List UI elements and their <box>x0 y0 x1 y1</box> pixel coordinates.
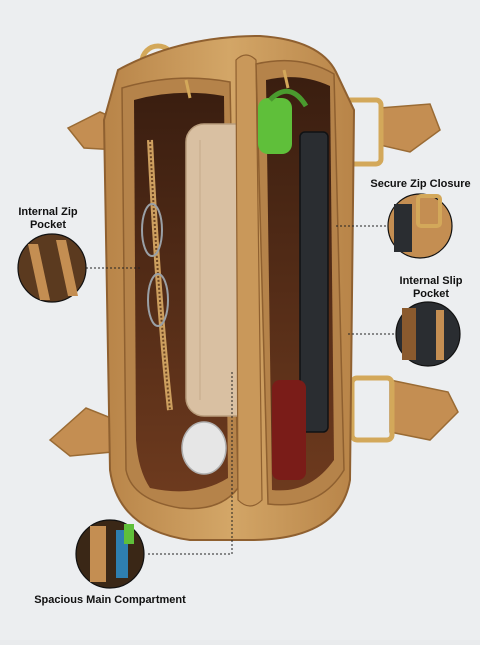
leader-lines <box>86 225 396 555</box>
red-bottle <box>272 380 306 480</box>
tablet <box>299 131 329 433</box>
tissue-roll <box>181 421 227 475</box>
label-secure-zip-closure: Secure Zip Closure <box>370 178 471 190</box>
label-internal-zip-pocket: Internal Zip Pocket <box>18 206 78 231</box>
left-tab-bottom <box>48 407 117 457</box>
center-divider <box>235 54 263 507</box>
right-tab-top <box>338 97 441 167</box>
detail-main-compartment <box>75 519 145 589</box>
detail-secure-zip <box>387 193 453 259</box>
label-main-compartment: Spacious Main Compartment <box>34 594 186 606</box>
detail-zip-pocket <box>17 233 87 303</box>
right-tab-bottom <box>349 375 459 443</box>
green-keyring <box>258 88 309 154</box>
detail-slip-pocket <box>395 301 461 367</box>
label-internal-slip-pocket: Internal Slip Pocket <box>399 275 463 300</box>
d-ring-bottom <box>349 375 395 443</box>
sunglasses <box>141 203 169 327</box>
